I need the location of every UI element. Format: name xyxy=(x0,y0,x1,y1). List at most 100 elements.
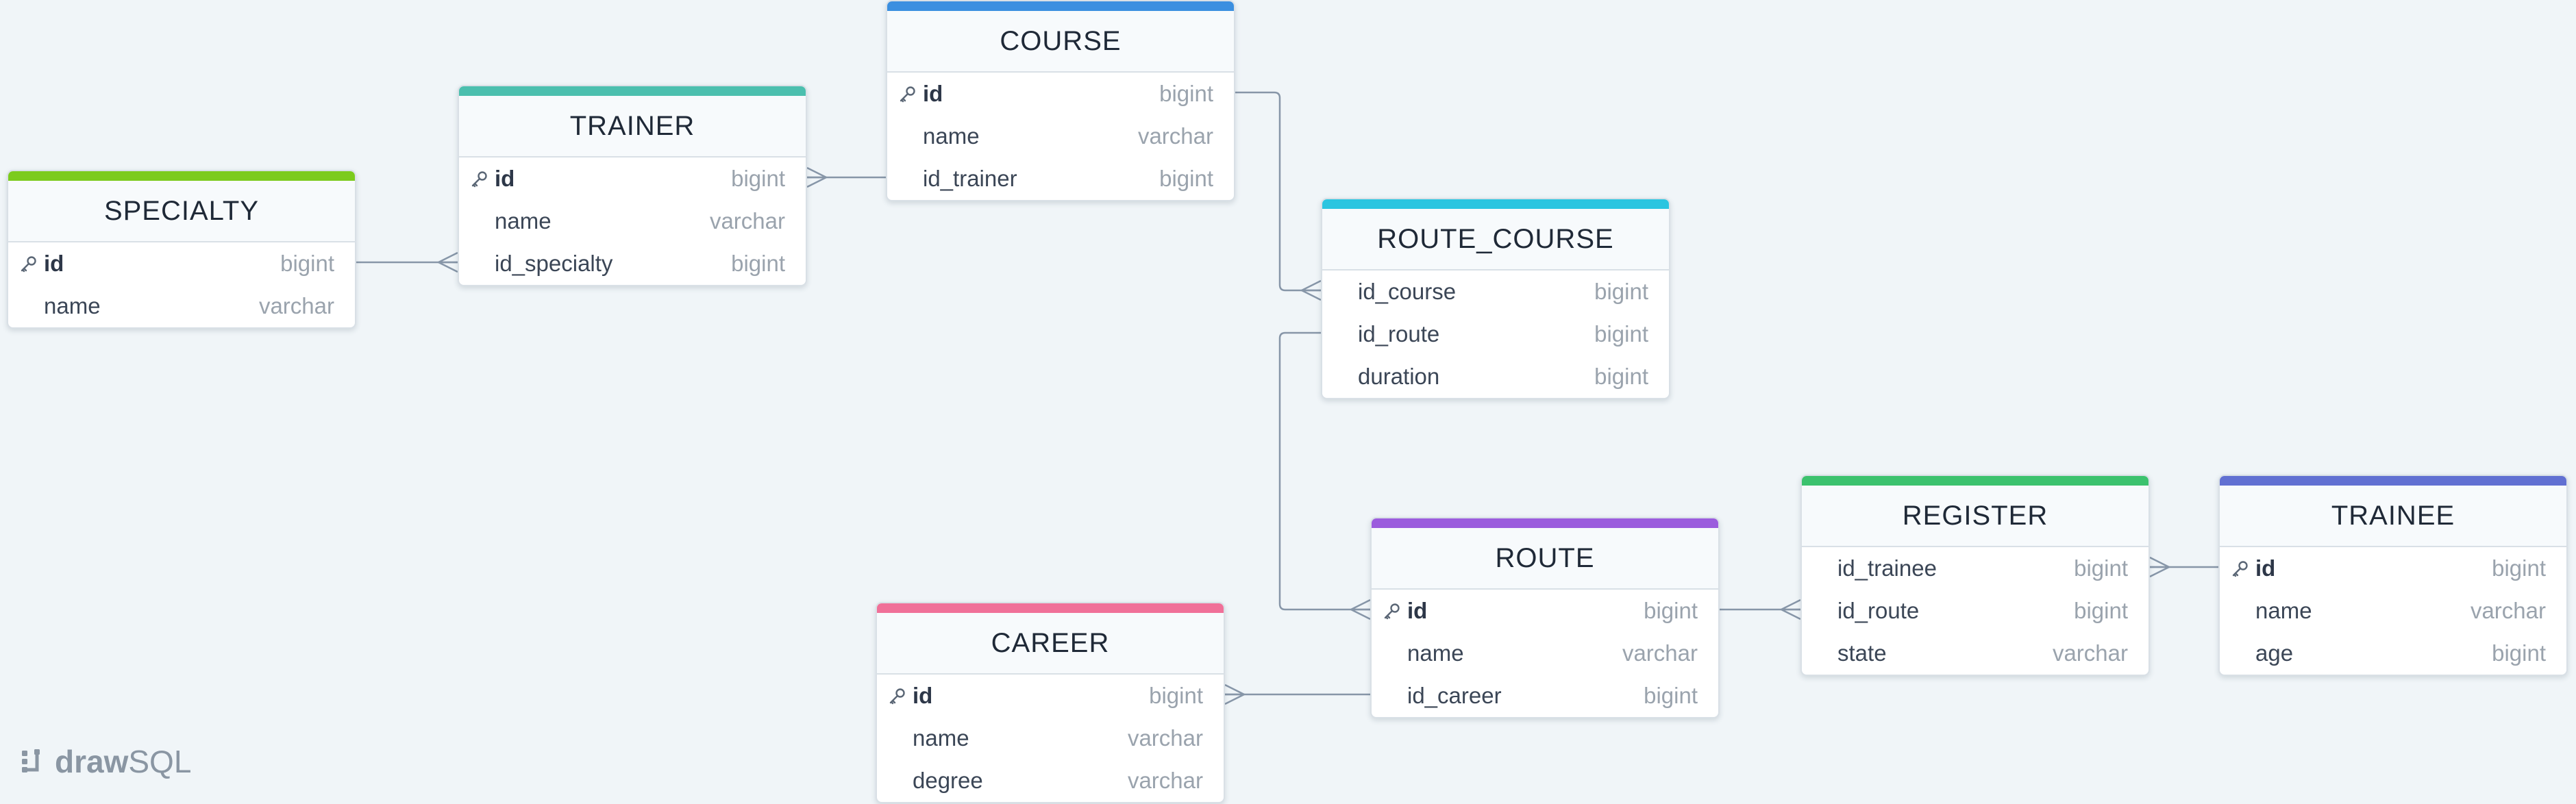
crowfoot-trainer-id xyxy=(806,166,827,188)
column-type: varchar xyxy=(1127,725,1203,751)
relation-route-course-route xyxy=(1278,331,1370,611)
table-title[interactable]: COURSE xyxy=(887,11,1234,73)
column-name: id_trainer xyxy=(923,166,1017,191)
primary-key-icon xyxy=(1384,603,1400,620)
column-row-name[interactable]: name varchar xyxy=(8,285,355,327)
column-row-name[interactable]: name varchar xyxy=(1372,632,1718,675)
column-row-id[interactable]: id bigint xyxy=(1372,590,1718,632)
column-name: name xyxy=(44,293,101,318)
column-row-age[interactable]: age bigint xyxy=(2220,632,2566,675)
column-type: varchar xyxy=(2470,598,2546,623)
table-accent-bar xyxy=(1802,476,2148,486)
column-row-duration[interactable]: duration bigint xyxy=(1322,355,1669,398)
column-type: bigint xyxy=(1594,279,1648,304)
logo-text-draw: draw xyxy=(55,744,129,779)
crowfoot-route-id xyxy=(1350,599,1371,620)
crowfoot-career-id xyxy=(1224,683,1245,705)
column-type: bigint xyxy=(2074,555,2128,581)
column-row-name[interactable]: name varchar xyxy=(2220,590,2566,632)
crowfoot-register-id-trainee xyxy=(2149,556,2170,578)
table-course[interactable]: COURSE id bigint name varchar id_trainer bigin… xyxy=(886,0,1235,201)
column-type: bigint xyxy=(1644,598,1698,623)
column-row-degree[interactable]: degree varchar xyxy=(877,759,1224,802)
table-title[interactable]: TRAINER xyxy=(459,96,806,158)
column-type: bigint xyxy=(1594,364,1648,389)
table-title[interactable]: TRAINEE xyxy=(2220,486,2566,547)
column-row-id[interactable]: id bigint xyxy=(877,675,1224,717)
column-type: bigint xyxy=(1159,166,1213,191)
column-name: duration xyxy=(1358,364,1440,389)
column-type: bigint xyxy=(731,251,785,276)
column-name: id xyxy=(44,251,64,276)
primary-key-icon xyxy=(471,171,487,188)
primary-key-icon xyxy=(889,688,905,705)
table-route[interactable]: ROUTE id bigint name varchar id_career bigint xyxy=(1370,517,1720,718)
table-title[interactable]: SPECIALTY xyxy=(8,181,355,242)
column-name: id_career xyxy=(1407,683,1502,708)
table-title[interactable]: ROUTE xyxy=(1372,528,1718,590)
table-accent-bar xyxy=(1372,518,1718,528)
column-name: age xyxy=(2255,640,2294,666)
drawsql-logo-icon xyxy=(22,749,40,772)
column-row-id-route[interactable]: id_route bigint xyxy=(1322,313,1669,355)
column-type: bigint xyxy=(731,166,785,191)
column-name: id_trainee xyxy=(1837,555,1937,581)
drawsql-logo[interactable]: draw SQL xyxy=(19,743,191,780)
column-type: varchar xyxy=(1127,768,1203,793)
column-type: bigint xyxy=(2492,555,2546,581)
column-type: bigint xyxy=(1644,683,1698,708)
column-type: bigint xyxy=(1159,81,1213,106)
relation-course-route-course xyxy=(1235,91,1321,292)
column-type: bigint xyxy=(2492,640,2546,666)
table-title[interactable]: REGISTER xyxy=(1802,486,2148,547)
column-type: bigint xyxy=(280,251,334,276)
column-row-id[interactable]: id bigint xyxy=(8,242,355,285)
table-accent-bar xyxy=(887,1,1234,11)
column-name: id xyxy=(913,683,933,708)
column-type: bigint xyxy=(1594,321,1648,347)
column-row-id-trainee[interactable]: id_trainee bigint xyxy=(1802,547,2148,590)
column-name: id_route xyxy=(1358,321,1440,347)
column-name: name xyxy=(1407,640,1464,666)
table-specialty[interactable]: SPECIALTY id bigint name varchar xyxy=(7,170,356,329)
column-type: bigint xyxy=(1149,683,1203,708)
table-title[interactable]: CAREER xyxy=(877,613,1224,675)
column-type: varchar xyxy=(258,293,334,318)
column-name: id_specialty xyxy=(495,251,613,276)
column-row-id-trainer[interactable]: id_trainer bigint xyxy=(887,158,1234,200)
column-row-name[interactable]: name varchar xyxy=(887,115,1234,158)
column-row-id-career[interactable]: id_career bigint xyxy=(1372,675,1718,717)
column-row-id-course[interactable]: id_course bigint xyxy=(1322,271,1669,313)
column-name: degree xyxy=(913,768,983,793)
column-type: varchar xyxy=(1622,640,1698,666)
table-accent-bar xyxy=(459,86,806,96)
column-row-id[interactable]: id bigint xyxy=(887,73,1234,115)
crowfoot-register-id-route xyxy=(1781,599,1801,620)
column-name: name xyxy=(2255,598,2312,623)
logo-text-sql: SQL xyxy=(128,744,192,779)
column-row-id-specialty[interactable]: id_specialty bigint xyxy=(459,242,806,285)
column-name: id xyxy=(1407,598,1428,623)
table-accent-bar xyxy=(2220,476,2566,486)
column-type: varchar xyxy=(1137,123,1213,149)
column-name: id_course xyxy=(1358,279,1457,304)
column-type: varchar xyxy=(2052,640,2128,666)
column-name: name xyxy=(923,123,980,149)
crowfoot-trainer-id-specialty xyxy=(438,251,458,273)
column-name: id xyxy=(923,81,943,106)
table-title[interactable]: ROUTE_COURSE xyxy=(1322,209,1669,271)
column-type: bigint xyxy=(2074,598,2128,623)
